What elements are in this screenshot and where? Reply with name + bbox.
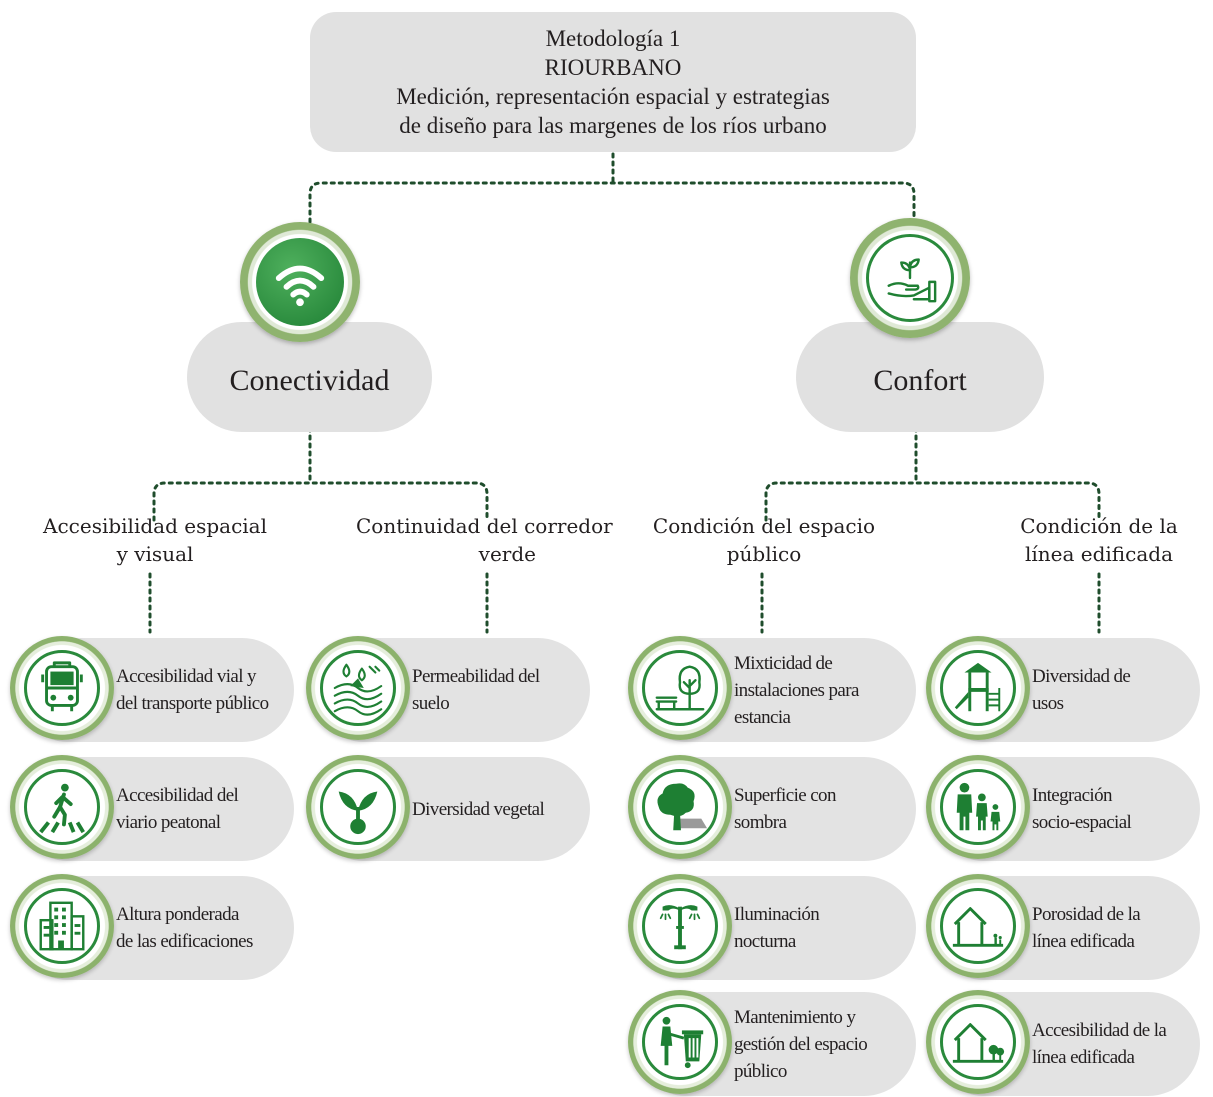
family-icon <box>956 782 1001 831</box>
pedestrian-crossing-icon <box>39 783 85 834</box>
indicator-line: usos <box>1032 693 1064 714</box>
conectividad-medallion <box>240 222 360 342</box>
indicator-line: Mixticidad de <box>734 652 833 674</box>
indicator-label: Permeabilidad del suelo <box>412 638 584 742</box>
indicator-line: línea edificada <box>1032 1047 1135 1068</box>
indicator-label: Diversidad de usos <box>1032 638 1194 742</box>
indicator-line: del transporte público <box>116 693 269 714</box>
indicator-label: Mantenimiento y gestión del espacio públ… <box>734 992 910 1096</box>
indicator-label: Integración socio-espacial <box>1032 757 1194 861</box>
subcategory-continuidad: Continuidad del corredor verde <box>356 512 613 568</box>
sprout-icon <box>338 791 378 835</box>
indicator-porosidad: Porosidad de la línea edificada <box>926 874 1200 980</box>
title-line-2: RIOURBANO <box>544 55 682 80</box>
subcategory-espacio-publico: Condición del espacio público <box>648 512 880 568</box>
indicator-line: Integración <box>1032 785 1113 806</box>
indicator-label: Porosidad de la línea edificada <box>1032 876 1194 980</box>
subcategory-line: verde <box>478 542 536 566</box>
indicator-superficie-sombra: Superficie con sombra <box>628 755 916 861</box>
building-icon <box>39 901 85 951</box>
indicator-line: línea edificada <box>1032 931 1135 952</box>
indicator-label: Mixticidad de instalaciones para estanci… <box>734 638 910 742</box>
indicator-line: viario peatonal <box>116 812 221 833</box>
park-bench-tree-icon <box>655 665 705 711</box>
indicator-line: de las edificaciones <box>116 931 253 952</box>
indicator-line: público <box>734 1060 787 1082</box>
indicator-integracion: Integración socio-espacial <box>926 755 1200 861</box>
category-label: Confort <box>873 364 967 397</box>
subcategory-line: Condición del espacio <box>652 514 876 538</box>
indicator-iluminacion: Iluminación nocturna <box>628 874 916 980</box>
indicator-line: Altura ponderada <box>116 904 239 925</box>
indicator-mixticidad: Mixticidad de instalaciones para estanci… <box>628 636 916 742</box>
indicator-line: socio-espacial <box>1032 812 1132 833</box>
indicator-accesibilidad-peatonal: Accesibilidad del viario peatonal <box>10 755 294 861</box>
subcategory-line: público <box>726 542 802 566</box>
plant-in-hand-icon <box>887 258 937 303</box>
indicator-line: Permeabilidad del <box>412 666 540 687</box>
indicator-label: Accesibilidad del viario peatonal <box>116 757 288 861</box>
indicator-accesibilidad-linea: Accesibilidad de la línea edificada <box>926 990 1200 1096</box>
indicator-line: gestión del espacio <box>734 1033 868 1055</box>
house-trees-icon <box>952 1023 1005 1063</box>
bus-icon <box>41 661 83 712</box>
methodology-title-box: Metodología 1 RIOURBANO Medición, repres… <box>310 12 916 152</box>
indicator-diversidad-usos: Diversidad de usos <box>926 636 1200 742</box>
playground-icon <box>954 662 1001 712</box>
indicator-line: Mantenimiento y <box>734 1006 856 1028</box>
confort-medallion <box>850 218 970 338</box>
indicator-line: nocturna <box>734 931 796 952</box>
subcategory-line: Condición de la <box>1020 514 1178 538</box>
indicator-label: Diversidad vegetal <box>412 757 584 861</box>
category-label: Conectividad <box>229 364 390 397</box>
indicator-line: suelo <box>412 693 450 714</box>
indicator-line: Diversidad de <box>1032 666 1131 687</box>
indicator-label: Altura ponderada de las edificaciones <box>116 876 288 980</box>
street-lamp-icon <box>659 905 701 950</box>
indicator-label: Accesibilidad de la línea edificada <box>1032 992 1194 1096</box>
soil-water-icon <box>333 663 383 716</box>
subcategory-linea-edificada: Condición de la línea edificada <box>1014 512 1184 568</box>
indicator-mantenimiento: Mantenimiento y gestión del espacio públ… <box>628 990 916 1096</box>
indicator-line: Porosidad de la <box>1032 904 1141 925</box>
indicator-line: Accesibilidad vial y <box>116 666 257 687</box>
shade-tree-icon <box>657 783 708 831</box>
indicator-permeabilidad: Permeabilidad del suelo <box>306 636 590 742</box>
indicator-line: Accesibilidad de la <box>1032 1020 1167 1041</box>
indicator-label: Superficie con sombra <box>734 757 910 861</box>
subcategory-accesibilidad: Accesibilidad espacial y visual <box>40 512 270 568</box>
house-porosity-icon <box>952 907 1004 947</box>
category-confort: Confort <box>796 322 1044 432</box>
trash-cart-worker-icon <box>660 1016 704 1069</box>
indicator-line: Accesibilidad del <box>116 785 239 806</box>
indicator-label: Iluminación nocturna <box>734 876 910 980</box>
indicator-line: Diversidad vegetal <box>412 798 545 820</box>
subcategory-line: Continuidad del corredor <box>356 514 613 538</box>
indicator-altura-edificaciones: Altura ponderada de las edificaciones <box>10 874 294 980</box>
indicator-line: Iluminación <box>734 904 820 925</box>
title-line-4: de diseño para las margenes de los ríos … <box>399 113 827 138</box>
subcategory-line: y visual <box>116 542 194 566</box>
subcategory-line: línea edificada <box>1024 542 1174 566</box>
indicator-line: sombra <box>734 812 787 833</box>
wifi-icon <box>275 265 325 307</box>
indicator-accesibilidad-vial: Accesibilidad vial y del transporte públ… <box>10 636 294 742</box>
indicator-line: Superficie con <box>734 785 836 806</box>
indicator-line: instalaciones para <box>734 679 859 701</box>
subcategory-line: Accesibilidad espacial <box>43 514 267 538</box>
title-line-1: Metodología 1 <box>545 26 681 51</box>
indicator-line: estancia <box>734 706 791 728</box>
indicator-diversidad-vegetal: Diversidad vegetal <box>306 755 590 861</box>
title-line-3: Medición, representación espacial y estr… <box>396 84 830 109</box>
indicator-label: Accesibilidad vial y del transporte públ… <box>116 638 288 742</box>
